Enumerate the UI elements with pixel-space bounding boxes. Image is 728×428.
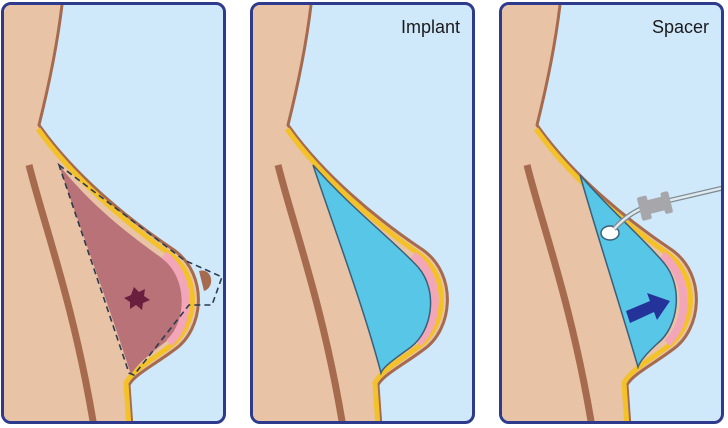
panel-implant: Implant <box>250 2 475 424</box>
chest-wall <box>274 164 346 421</box>
expansion-arrow <box>626 293 670 323</box>
gland-rim <box>410 251 439 347</box>
breast-with-tumor-illustration <box>4 5 223 421</box>
panel-spacer: Spacer <box>499 2 724 424</box>
breast-tissue <box>59 165 187 375</box>
valve-connector <box>637 191 673 221</box>
gland-rim <box>161 251 190 347</box>
tumor <box>124 287 150 310</box>
gland-rim <box>659 251 688 347</box>
tissue-expander <box>579 174 678 370</box>
skin-outline <box>286 5 449 421</box>
nipple <box>199 270 212 291</box>
fat-layer <box>284 127 444 421</box>
panel-breast-with-tumor <box>1 2 226 424</box>
fill-port <box>600 225 620 241</box>
chest-wall <box>523 164 595 421</box>
implant-illustration <box>253 5 449 421</box>
panel-label: Implant <box>400 17 460 37</box>
implant <box>312 164 432 376</box>
excision-outline <box>57 162 223 376</box>
fat-layer <box>35 127 195 421</box>
spacer-illustration <box>502 5 721 421</box>
panel-label: Spacer <box>651 17 709 37</box>
skin-outline <box>535 5 698 421</box>
chest-wall <box>25 164 97 421</box>
skin-outline <box>37 5 200 421</box>
